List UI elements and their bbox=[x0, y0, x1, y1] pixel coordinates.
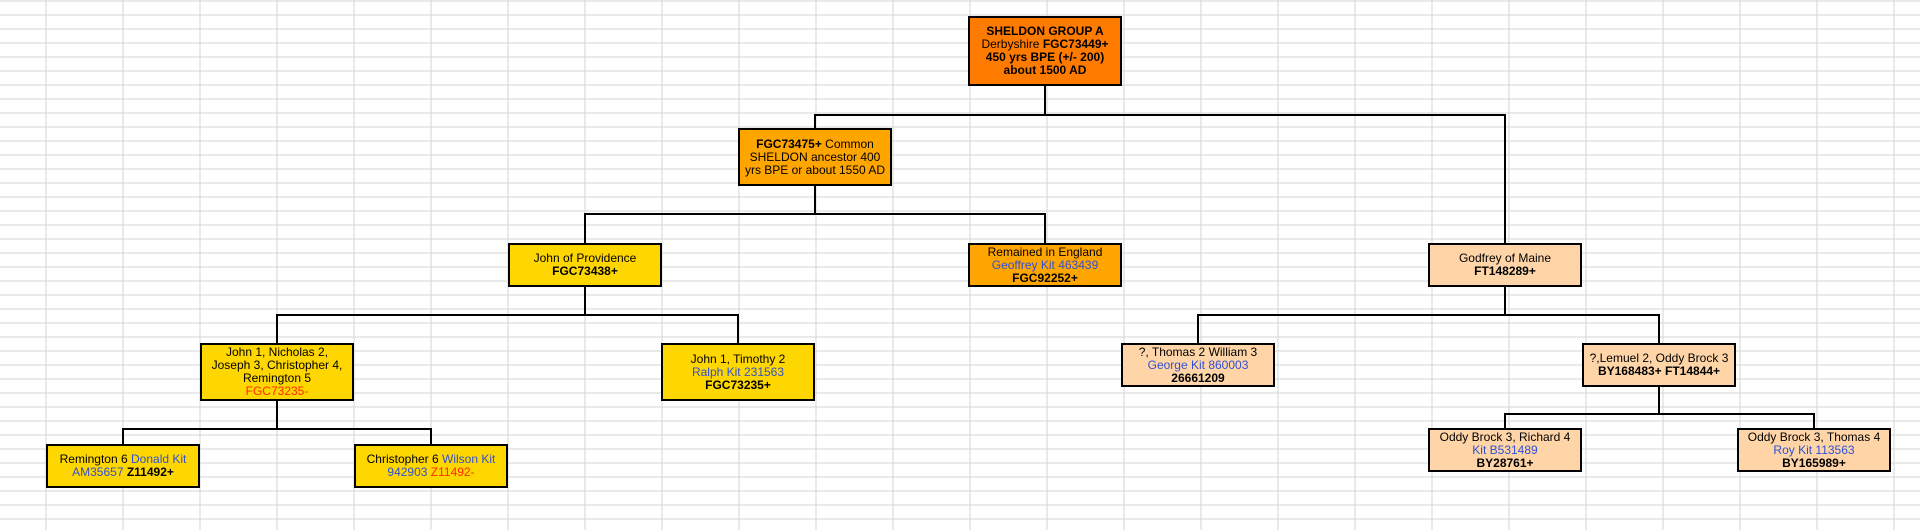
node-remained-in-england[interactable]: Remained in England Geoffrey Kit 463439 … bbox=[968, 243, 1122, 287]
names-text: ?,Lemuel 2, Oddy Brock 3 bbox=[1589, 351, 1729, 365]
snp-text: FGC73449+ bbox=[1042, 37, 1109, 51]
snp-text: FGC92252+ bbox=[1012, 270, 1078, 285]
snp-text: FGC73235- bbox=[245, 384, 309, 398]
desc-text: yrs BPE or about 1550 AD bbox=[744, 162, 886, 177]
names-text: ?, Thomas 2 William 3 bbox=[1138, 344, 1258, 359]
snp-text: 26661209 bbox=[1171, 370, 1225, 385]
node-john-nicholas[interactable]: John 1, Nicholas 2, Joseph 3, Christophe… bbox=[200, 343, 354, 401]
kit-text: Donald Kit bbox=[131, 452, 187, 466]
node-title: Remained in England bbox=[987, 244, 1103, 259]
names-text: John 1, Timothy 2 bbox=[690, 351, 786, 366]
node-title: SHELDON GROUP A bbox=[986, 24, 1104, 38]
node-oddy-richard[interactable]: Oddy Brock 3, Richard 4 Kit B531489 BY28… bbox=[1428, 428, 1582, 472]
kit-text: Ralph Kit 231563 bbox=[691, 364, 785, 379]
names-text: Oddy Brock 3, Richard 4 bbox=[1439, 429, 1571, 444]
node-lemuel-oddy[interactable]: ?,Lemuel 2, Oddy Brock 3 BY168483+ FT148… bbox=[1582, 343, 1736, 387]
date-text: about 1500 AD bbox=[1003, 63, 1087, 77]
kit-text: Roy Kit 113563 bbox=[1773, 442, 1855, 457]
kit-text: Kit B531489 bbox=[1472, 442, 1538, 457]
node-line: Remington 6 Donald Kit bbox=[60, 453, 187, 466]
node-remington-6[interactable]: Remington 6 Donald Kit AM35657 Z11492+ bbox=[46, 444, 200, 488]
node-john-timothy[interactable]: John 1, Timothy 2 Ralph Kit 231563 FGC73… bbox=[661, 343, 815, 401]
kit-text: AM35657 bbox=[72, 465, 127, 479]
snp-text: FT148289+ bbox=[1474, 264, 1536, 278]
node-line: 942903 Z11492- bbox=[387, 466, 474, 479]
node-sheldon-group-a[interactable]: SHELDON GROUP A Derbyshire FGC73449+ 450… bbox=[968, 16, 1122, 86]
node-godfrey-of-maine[interactable]: Godfrey of Maine FT148289+ bbox=[1428, 243, 1582, 287]
snp-text: BY165989+ bbox=[1782, 455, 1846, 470]
snp-text: Z11492- bbox=[430, 465, 475, 479]
node-christopher-6[interactable]: Christopher 6 Wilson Kit 942903 Z11492- bbox=[354, 444, 508, 488]
desc-text: Common bbox=[821, 136, 874, 151]
snp-text: FGC73235+ bbox=[705, 377, 771, 392]
node-line: Derbyshire FGC73449+ bbox=[981, 38, 1108, 51]
names-text: Joseph 3, Christopher 4, bbox=[211, 358, 343, 372]
location-text: Derbyshire bbox=[981, 37, 1043, 51]
node-line: Christopher 6 Wilson Kit bbox=[367, 453, 496, 466]
kit-text: George Kit 860003 bbox=[1147, 357, 1249, 372]
snp-text: FGC73438+ bbox=[552, 264, 618, 278]
age-text: 450 yrs BPE (+/- 200) bbox=[985, 50, 1105, 64]
kit-text: Geoffrey Kit 463439 bbox=[991, 257, 1099, 272]
names-text: Remington 6 bbox=[59, 452, 131, 466]
node-title: John of Providence bbox=[533, 251, 637, 265]
kit-text: 942903 bbox=[387, 465, 431, 479]
node-line: FGC73475+ Common bbox=[756, 136, 874, 151]
names-text: Oddy Brock 3, Thomas 4 bbox=[1747, 429, 1881, 444]
node-thomas-william[interactable]: ?, Thomas 2 William 3 George Kit 860003 … bbox=[1121, 343, 1275, 387]
snp-text: FGC73475+ bbox=[756, 136, 822, 151]
snp-text: BY28761+ bbox=[1476, 455, 1534, 470]
snp-text: BY168483+ FT14844+ bbox=[1597, 364, 1721, 378]
names-text: Christopher 6 bbox=[366, 452, 443, 466]
node-title: Godfrey of Maine bbox=[1458, 251, 1552, 265]
node-common-ancestor[interactable]: FGC73475+ Common SHELDON ancestor 400 yr… bbox=[738, 128, 892, 186]
node-oddy-thomas[interactable]: Oddy Brock 3, Thomas 4 Roy Kit 113563 BY… bbox=[1737, 428, 1891, 472]
desc-text: SHELDON ancestor 400 bbox=[749, 149, 881, 164]
node-line: AM35657 Z11492+ bbox=[72, 466, 174, 479]
names-text: John 1, Nicholas 2, bbox=[225, 345, 329, 359]
names-text: Remington 5 bbox=[242, 371, 312, 385]
snp-text: Z11492+ bbox=[126, 465, 174, 479]
node-john-of-providence[interactable]: John of Providence FGC73438+ bbox=[508, 243, 662, 287]
kit-text: Wilson Kit bbox=[442, 452, 496, 466]
